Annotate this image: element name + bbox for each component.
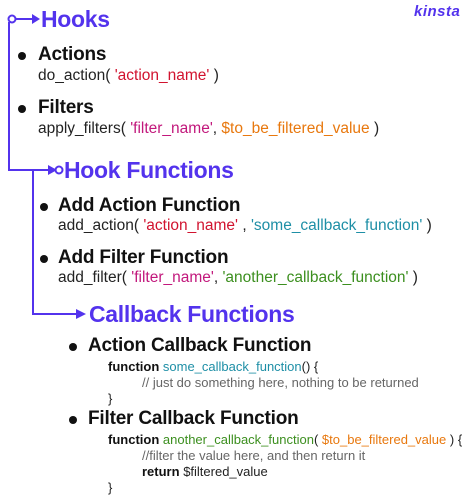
- action-callback-code: function some_callback_function() { // j…: [108, 359, 419, 406]
- do-action-code: do_action( 'action_name' ): [38, 67, 219, 84]
- add-action-label: Add Action Function: [58, 195, 241, 216]
- callback-functions-heading: Callback Functions: [89, 301, 295, 327]
- hook-functions-heading: Hook Functions: [64, 157, 234, 183]
- apply-filters-code: apply_filters( 'filter_name', $to_be_fil…: [38, 120, 380, 137]
- arrowhead: [32, 14, 40, 24]
- bullet: [69, 416, 77, 424]
- hooks-node-dot: [7, 14, 17, 24]
- bullet: [40, 203, 48, 211]
- action-callback-label: Action Callback Function: [88, 335, 312, 356]
- filters-label: Filters: [38, 97, 94, 118]
- kinsta-logo: kinsta: [414, 3, 461, 20]
- hooks-to-hook-functions-line: [8, 22, 56, 171]
- bullet: [18, 105, 26, 113]
- add-filter-label: Add Filter Function: [58, 247, 229, 268]
- bullet: [40, 255, 48, 263]
- add-filter-code: add_filter( 'filter_name', 'another_call…: [58, 269, 418, 286]
- bullet: [18, 52, 26, 60]
- add-action-code: add_action( 'action_name' , 'some_callba…: [58, 217, 432, 234]
- bullet: [69, 343, 77, 351]
- arrowhead: [48, 165, 57, 175]
- actions-label: Actions: [38, 44, 107, 65]
- hooks-heading: Hooks: [41, 6, 110, 32]
- filter-callback-label: Filter Callback Function: [88, 408, 299, 429]
- filter-callback-code: function another_callback_function( $to_…: [108, 432, 463, 495]
- arrowhead: [76, 309, 86, 319]
- hook-functions-to-callback-line: [32, 170, 82, 315]
